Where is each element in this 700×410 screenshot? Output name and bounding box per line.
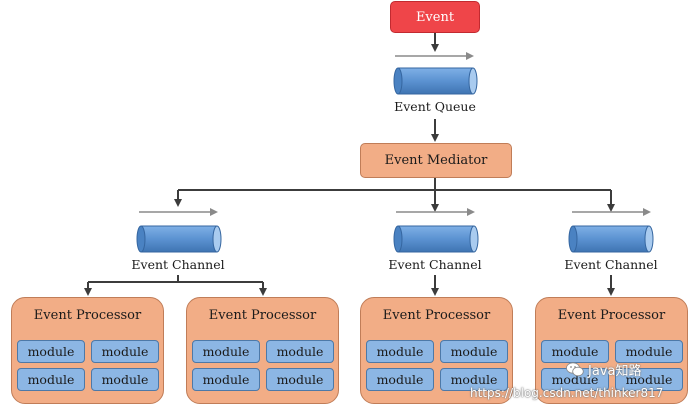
module-box: module xyxy=(266,368,334,391)
event-channel-label-3: Event Channel xyxy=(564,257,658,272)
url-watermark: https://blog.csdn.net/thinker817 xyxy=(470,386,664,400)
module-box: module xyxy=(615,340,683,363)
event-processor-title: Event Processor xyxy=(208,308,317,323)
module-box: module xyxy=(192,368,260,391)
event-node: Event xyxy=(390,1,480,33)
module-box: module xyxy=(440,368,508,391)
module-box: module xyxy=(440,340,508,363)
channel-1-split xyxy=(84,275,267,296)
event-processor-title: Event Processor xyxy=(382,308,491,323)
module-box: module xyxy=(192,340,260,363)
module-box: module xyxy=(366,368,434,391)
module-box: module xyxy=(615,368,683,391)
wechat-icon xyxy=(566,362,584,377)
event-label: Event xyxy=(415,9,455,25)
module-box: module xyxy=(366,340,434,363)
event-processor-3: Event Processor module module module mod… xyxy=(360,297,513,404)
event-queue-cylinder xyxy=(393,52,478,95)
wechat-watermark: Java知路 xyxy=(566,360,641,379)
event-queue-label: Event Queue xyxy=(394,99,476,114)
module-box: module xyxy=(91,340,159,363)
module-box: module xyxy=(91,368,159,391)
event-channel-cylinder-3 xyxy=(568,208,654,253)
module-box: module xyxy=(541,340,609,363)
event-channel-cylinder-2 xyxy=(393,208,479,253)
mediator-bus xyxy=(174,178,615,212)
event-channel-label-1: Event Channel xyxy=(131,257,225,272)
wechat-watermark-text: Java知路 xyxy=(588,364,642,379)
event-channel-cylinder-1 xyxy=(136,208,222,253)
event-mediator-node: Event Mediator xyxy=(360,143,512,178)
module-box: module xyxy=(17,368,85,391)
event-processor-4: Event Processor module module module mod… xyxy=(535,297,688,404)
event-mediator-label: Event Mediator xyxy=(384,153,488,168)
event-channel-label-2: Event Channel xyxy=(388,257,482,272)
event-processor-title: Event Processor xyxy=(557,308,666,323)
event-processor-2: Event Processor module module module mod… xyxy=(186,297,339,404)
event-processor-title: Event Processor xyxy=(33,308,142,323)
module-box: module xyxy=(17,340,85,363)
event-processor-1: Event Processor module module module mod… xyxy=(11,297,164,404)
module-box: module xyxy=(266,340,334,363)
